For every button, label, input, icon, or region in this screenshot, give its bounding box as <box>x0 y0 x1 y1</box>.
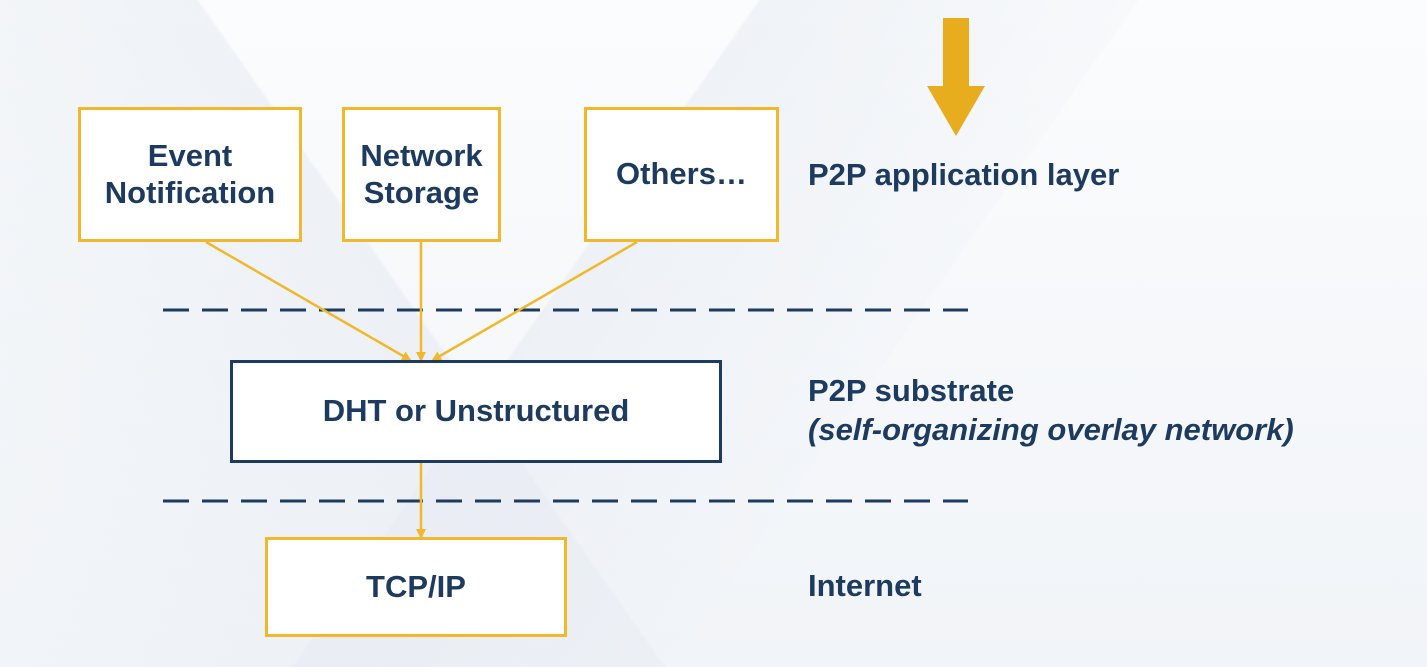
event-notification-line1: Event <box>147 137 233 173</box>
connector-event-to-dht <box>205 240 412 362</box>
event-notification-line2: Notification <box>104 174 276 210</box>
internet-layer-text: Internet <box>808 568 922 603</box>
internet-layer-label: Internet <box>808 567 922 606</box>
event-notification-box: Event Notification <box>78 107 302 242</box>
tcpip-label: TCP/IP <box>366 568 466 604</box>
connector-others-to-dht <box>431 240 638 362</box>
application-layer-label: P2P application layer <box>808 156 1119 195</box>
network-storage-line1: Network <box>360 137 483 173</box>
dht-box: DHT or Unstructured <box>230 360 722 463</box>
application-layer-text: P2P application layer <box>808 157 1120 192</box>
others-box: Others… <box>584 107 779 242</box>
substrate-layer-label: P2P substrate (self-organizing overlay n… <box>808 372 1294 450</box>
others-label: Others… <box>616 156 747 192</box>
dht-label: DHT or Unstructured <box>322 393 630 429</box>
substrate-title: P2P substrate <box>808 373 1015 408</box>
down-arrow-icon <box>927 18 985 136</box>
substrate-subtitle: (self-organizing overlay network) <box>808 411 1294 447</box>
tcpip-box: TCP/IP <box>265 537 567 637</box>
network-storage-line2: Storage <box>363 174 480 210</box>
network-storage-box: Network Storage <box>342 107 501 242</box>
